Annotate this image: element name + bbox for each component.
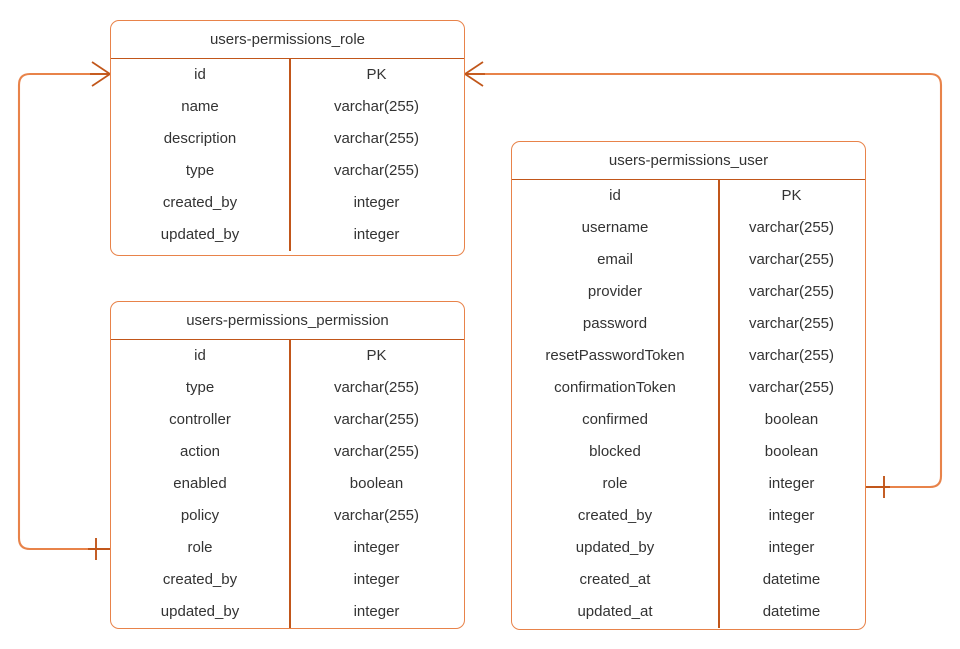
field-name: id — [194, 347, 206, 364]
cardinality-one-permission-left — [88, 538, 110, 560]
field-name: updated_by — [160, 226, 240, 243]
entity-users-permissions-user[interactable]: users-permissions_user id username email… — [511, 141, 866, 630]
field-type: integer — [768, 507, 815, 524]
field-type: integer — [768, 475, 815, 492]
field-type: boolean — [764, 411, 819, 428]
entity-title-user: users-permissions_user — [512, 142, 865, 180]
field-name: created_by — [577, 507, 653, 524]
field-type: boolean — [764, 443, 819, 460]
field-name: description — [163, 130, 237, 147]
entity-users-permissions-permission[interactable]: users-permissions_permission id type con… — [110, 301, 465, 629]
field-name: controller — [169, 411, 231, 428]
crowfoot-many-role-right — [464, 61, 485, 87]
field-type: integer — [768, 539, 815, 556]
field-name: policy — [180, 507, 220, 524]
field-type: datetime — [762, 571, 821, 588]
crowfoot-many-role-left — [90, 61, 111, 87]
entity-field-names-role: id name description type created_by upda… — [111, 59, 289, 251]
field-type: boolean — [349, 475, 404, 492]
entity-users-permissions-role[interactable]: users-permissions_role id name descripti… — [110, 20, 465, 256]
field-type: PK — [366, 347, 387, 364]
field-type: PK — [366, 66, 387, 83]
field-name: username — [581, 219, 649, 236]
field-type: datetime — [762, 603, 821, 620]
entity-title-role: users-permissions_role — [111, 21, 464, 59]
field-name: role — [187, 539, 213, 556]
field-type: varchar(255) — [748, 219, 835, 236]
field-type: integer — [353, 194, 400, 211]
field-name: type — [185, 162, 215, 179]
field-type: varchar(255) — [333, 130, 420, 147]
field-name: id — [609, 187, 621, 204]
entity-body-role: id name description type created_by upda… — [111, 59, 464, 251]
cardinality-one-user-right — [866, 476, 890, 498]
entity-field-types-permission: PK varchar(255) varchar(255) varchar(255… — [289, 340, 464, 628]
connector-role-to-permission — [17, 61, 111, 560]
field-name: role — [602, 475, 628, 492]
field-name: type — [185, 379, 215, 396]
field-name: updated_at — [577, 603, 653, 620]
field-type: integer — [353, 539, 400, 556]
entity-body-permission: id type controller action enabled policy… — [111, 340, 464, 628]
entity-field-names-user: id username email provider password rese… — [512, 180, 718, 628]
field-name: email — [597, 251, 633, 268]
field-type: integer — [353, 603, 400, 620]
field-name: created_by — [162, 571, 238, 588]
field-name: confirmed — [582, 411, 648, 428]
field-type: varchar(255) — [333, 162, 420, 179]
field-name: resetPasswordToken — [545, 347, 685, 364]
field-name: created_at — [579, 571, 651, 588]
entity-field-names-permission: id type controller action enabled policy… — [111, 340, 289, 628]
field-name: enabled — [173, 475, 227, 492]
field-name: id — [194, 66, 206, 83]
entity-title-permission: users-permissions_permission — [111, 302, 464, 340]
field-type: varchar(255) — [333, 98, 420, 115]
field-type: varchar(255) — [748, 251, 835, 268]
entity-field-types-role: PK varchar(255) varchar(255) varchar(255… — [289, 59, 464, 251]
entity-body-user: id username email provider password rese… — [512, 180, 865, 628]
field-name: updated_by — [575, 539, 655, 556]
field-type: PK — [781, 187, 802, 204]
field-type: integer — [353, 571, 400, 588]
field-type: varchar(255) — [748, 283, 835, 300]
field-type: varchar(255) — [748, 347, 835, 364]
field-name: name — [181, 98, 219, 115]
field-type: varchar(255) — [333, 507, 420, 524]
field-type: integer — [353, 226, 400, 243]
entity-field-types-user: PK varchar(255) varchar(255) varchar(255… — [718, 180, 865, 628]
field-name: provider — [587, 283, 643, 300]
field-type: varchar(255) — [748, 379, 835, 396]
field-type: varchar(255) — [748, 315, 835, 332]
field-type: varchar(255) — [333, 443, 420, 460]
field-name: confirmationToken — [554, 379, 676, 396]
field-name: created_by — [162, 194, 238, 211]
field-name: blocked — [589, 443, 641, 460]
field-type: varchar(255) — [333, 379, 420, 396]
field-name: action — [179, 443, 221, 460]
field-name: updated_by — [160, 603, 240, 620]
field-name: password — [582, 315, 648, 332]
field-type: varchar(255) — [333, 411, 420, 428]
